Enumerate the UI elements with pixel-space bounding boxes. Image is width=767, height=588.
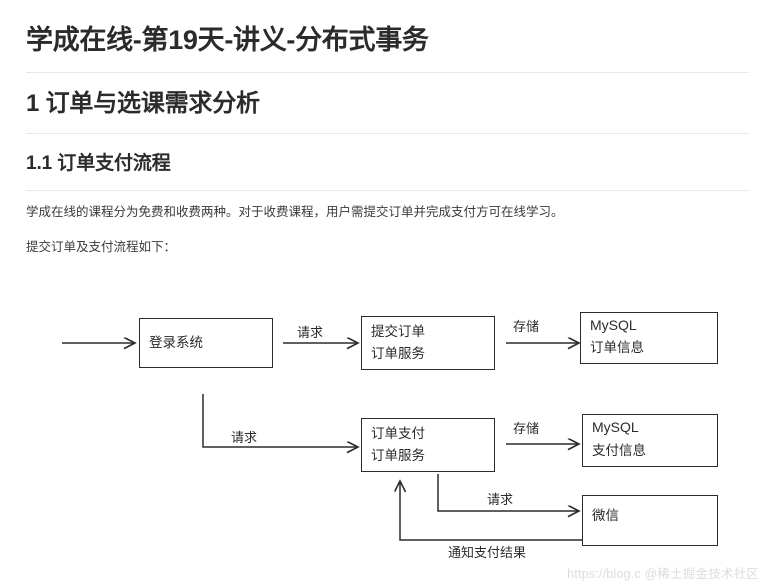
edge-label-login-to-orderpay: 请求: [231, 430, 258, 445]
page-title: 学成在线-第19天-讲义-分布式事务: [26, 25, 429, 55]
node-mysql-payment-info[interactable]: MySQL 支付信息: [582, 414, 718, 467]
node-mysql-payment-info-line2: 支付信息: [592, 443, 646, 458]
node-order-payment-line1: 订单支付: [371, 426, 425, 441]
node-mysql-order-info-line2: 订单信息: [590, 340, 644, 355]
node-mysql-order-info[interactable]: MySQL 订单信息: [580, 312, 718, 364]
paragraph-intro: 学成在线的课程分为免费和收费两种。对于收费课程，用户需提交订单并完成支付方可在线…: [26, 205, 564, 219]
section-divider: [26, 133, 749, 134]
edge-label-orderpay-to-wechat: 请求: [487, 492, 514, 507]
subsection-divider: [26, 190, 749, 191]
title-divider: [26, 72, 749, 73]
section-heading: 1 订单与选课需求分析: [26, 90, 260, 117]
node-wechat[interactable]: 微信: [582, 495, 718, 546]
paragraph-flow-lead: 提交订单及支付流程如下：: [26, 240, 177, 254]
node-mysql-order-info-line1: MySQL: [590, 317, 637, 333]
edge-login-to-order-pay: [202, 394, 357, 447]
node-wechat-label: 微信: [592, 508, 619, 523]
node-login-system-label: 登录系统: [149, 335, 203, 350]
node-submit-order[interactable]: 提交订单 订单服务: [361, 316, 495, 370]
edge-label-login-to-submit: 请求: [297, 325, 324, 340]
node-order-payment-line2: 订单服务: [371, 448, 425, 463]
node-mysql-payment-info-line1: MySQL: [592, 419, 639, 435]
node-order-payment[interactable]: 订单支付 订单服务: [361, 418, 495, 472]
edge-wechat-to-order-pay: [400, 482, 582, 541]
node-login-system[interactable]: 登录系统: [139, 318, 273, 368]
edge-label-submit-to-mysql: 存储: [513, 319, 540, 334]
node-submit-order-line1: 提交订单: [371, 324, 425, 339]
watermark: https://blog.c @稀土掘金技术社区: [567, 567, 759, 581]
edge-label-orderpay-to-mysqlpay: 存储: [513, 421, 540, 436]
subsection-heading: 1.1 订单支付流程: [26, 153, 171, 174]
edge-order-pay-to-wechat: [437, 474, 578, 511]
edge-label-wechat-to-orderpay: 通知支付结果: [448, 545, 527, 560]
node-submit-order-line2: 订单服务: [371, 346, 425, 361]
